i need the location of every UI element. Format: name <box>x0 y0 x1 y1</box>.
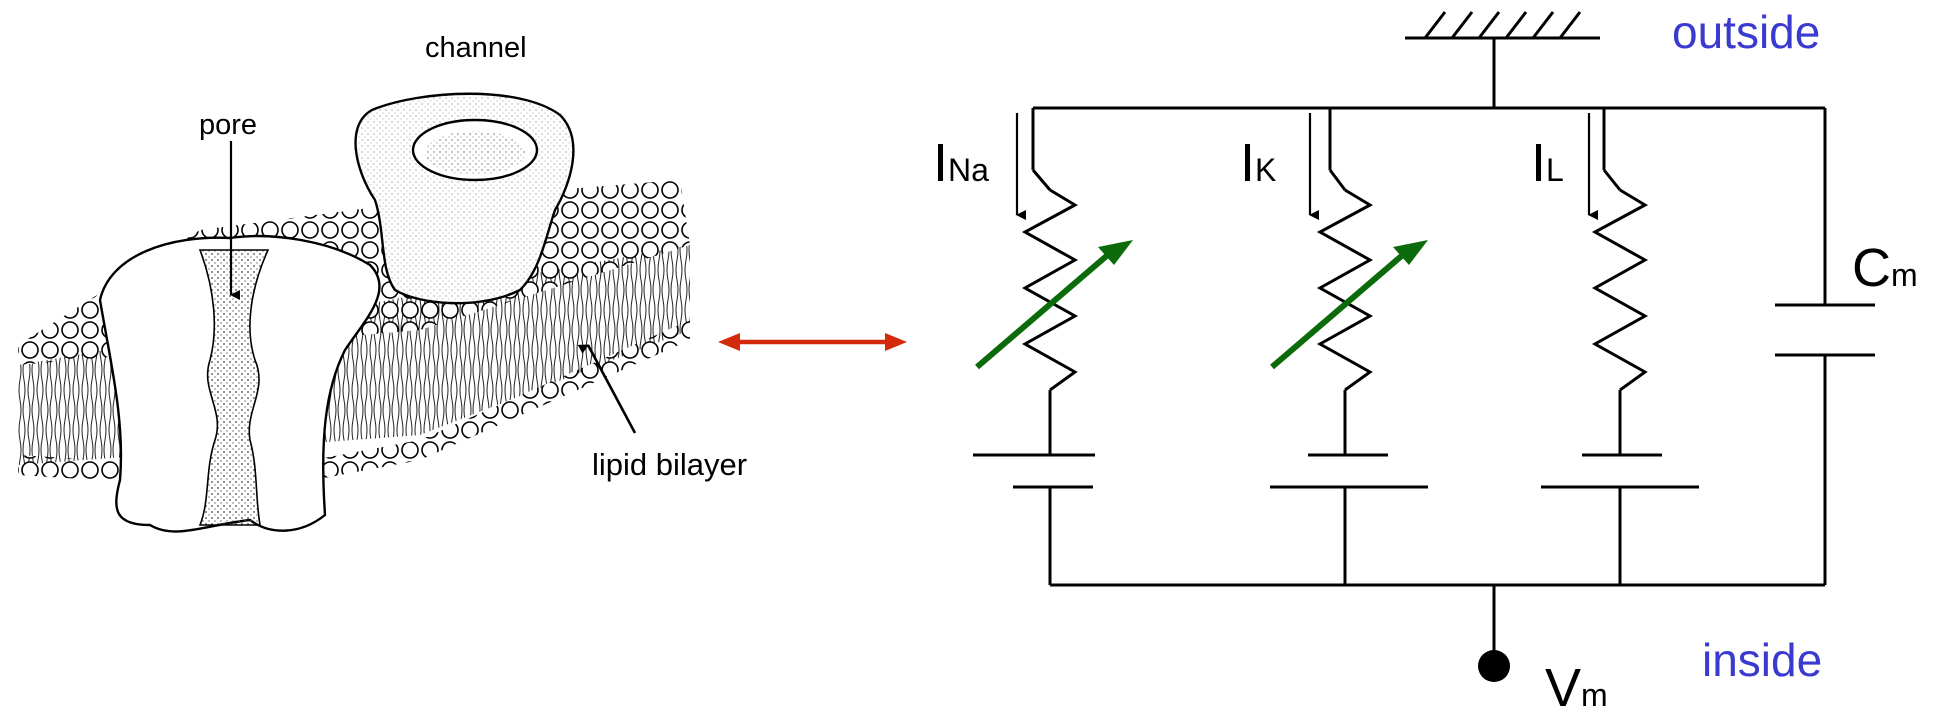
channel-protein <box>354 92 575 305</box>
sodium-branch <box>973 108 1095 585</box>
potassium-branch <box>1270 108 1428 585</box>
membrane-illustration: channel pore lipid bilayer <box>18 32 747 533</box>
current-label-k: IK <box>1240 133 1276 193</box>
variable-conductance-arrows <box>975 240 1428 370</box>
lipid-bilayer-arrow <box>577 344 637 434</box>
pore-protein <box>98 234 381 533</box>
voltage-label: Vm <box>1545 658 1608 713</box>
sodium-variable-arrow <box>975 240 1133 370</box>
voltage-label-main: V <box>1545 658 1581 713</box>
capacitance-label-sub: m <box>1891 257 1918 293</box>
equivalent-circuit <box>973 11 1875 682</box>
voltage-label-sub: m <box>1581 677 1608 713</box>
current-label-na: INa <box>933 133 989 193</box>
equivalence-arrow <box>718 333 907 351</box>
ground-symbol <box>1405 11 1600 108</box>
current-label-l: IL <box>1531 133 1564 193</box>
current-label-na-main: I <box>933 133 948 193</box>
current-label-k-sub: K <box>1255 152 1276 188</box>
capacitance-label: Cm <box>1852 238 1918 298</box>
capacitance-label-main: C <box>1852 238 1891 298</box>
leak-branch <box>1541 108 1699 585</box>
lipid-bilayer-label: lipid bilayer <box>592 447 747 482</box>
outside-label: outside <box>1672 6 1820 58</box>
current-label-l-sub: L <box>1546 152 1564 188</box>
current-label-k-main: I <box>1240 133 1255 193</box>
inside-label: inside <box>1702 634 1822 686</box>
capacitor-branch <box>1775 108 1875 585</box>
pore-label: pore <box>199 109 257 141</box>
current-arrows <box>1015 113 1598 220</box>
current-label-l-main: I <box>1531 133 1546 193</box>
potassium-variable-arrow <box>1270 240 1428 370</box>
vm-terminal <box>1478 585 1510 682</box>
channel-label: channel <box>425 32 527 64</box>
current-label-na-sub: Na <box>948 152 989 188</box>
